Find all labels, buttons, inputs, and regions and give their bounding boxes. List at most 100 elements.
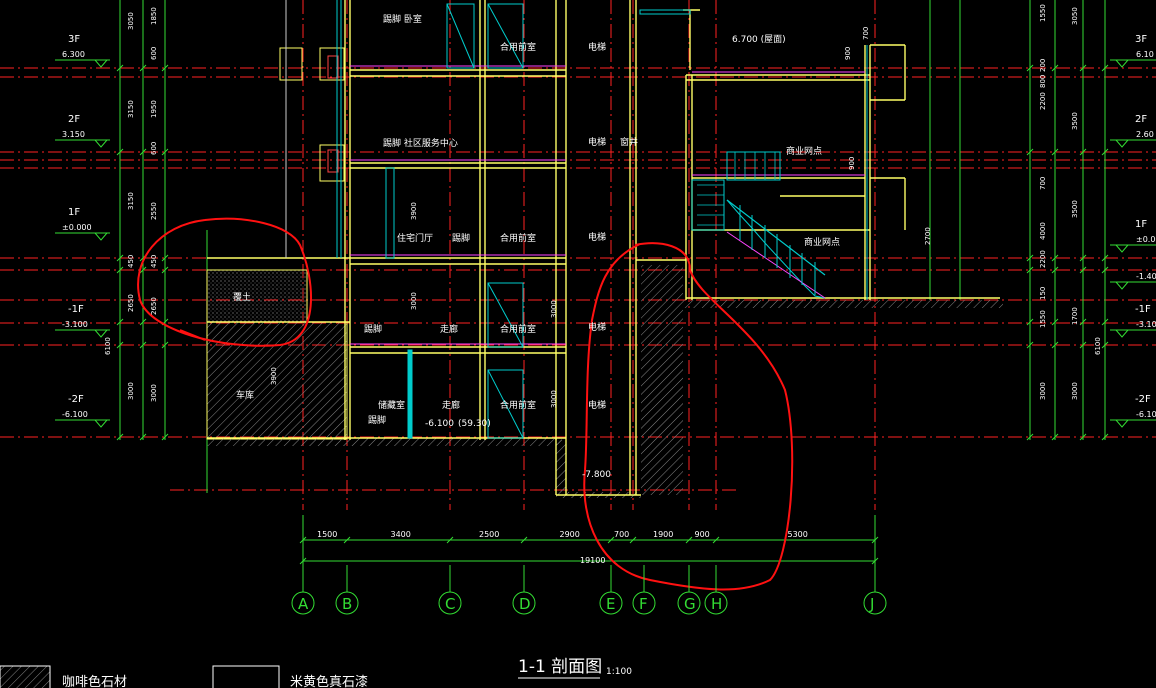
ground bbox=[206, 265, 1003, 498]
room-label-r18: 车库 bbox=[236, 389, 254, 401]
room-label-r21: 合用前室 bbox=[500, 399, 536, 411]
level-floor-left: 2F bbox=[68, 114, 80, 125]
axis-bubble-D: D bbox=[512, 565, 536, 615]
dimension-left-inner: 3000 bbox=[150, 384, 158, 402]
dimension-misc: 900 bbox=[844, 47, 852, 60]
room-label-r22: 电梯 bbox=[588, 399, 606, 411]
room-label-r14: 踢脚 bbox=[364, 324, 382, 335]
level-floor-right: -2F bbox=[1135, 394, 1151, 405]
room-label-r15: 走廊 bbox=[440, 323, 458, 335]
room-label-r9: 踢脚 bbox=[452, 233, 470, 244]
axis-bubble-C: C bbox=[438, 565, 462, 615]
level-elev-left: 3.150 bbox=[62, 130, 85, 139]
dimension-left-outer: 2650 bbox=[127, 294, 135, 312]
room-label-r10: 合用前室 bbox=[500, 232, 536, 244]
dimension-right-outer: 3500 bbox=[1071, 200, 1079, 218]
title-block: 1-1 剖面图 1:100 bbox=[518, 657, 632, 679]
balconies bbox=[279, 0, 345, 258]
dimension-right-inner: 150 bbox=[1039, 287, 1047, 300]
dimension-left-inner: 2550 bbox=[150, 202, 158, 220]
level-elev-right: -6.100 bbox=[1136, 410, 1156, 419]
axis-bubble-B: B bbox=[335, 565, 359, 615]
room-label-r25: (59.30) bbox=[458, 419, 491, 429]
level-elev-left: 6.300 bbox=[62, 50, 85, 59]
room-label-r17: 电梯 bbox=[588, 321, 606, 333]
dimension-left-outer: 3050 bbox=[127, 12, 135, 30]
walls bbox=[207, 0, 1000, 496]
dimension-left-inner: 1950 bbox=[150, 100, 158, 118]
dimension-right-inner: 3000 bbox=[1039, 382, 1047, 400]
room-label-r19: 储藏室 bbox=[378, 399, 405, 411]
legend-swatch-stone bbox=[0, 665, 51, 688]
axis-label-B: B bbox=[342, 595, 352, 613]
room-label-r13: 覆土 bbox=[233, 291, 251, 303]
axis-bubble-J: J bbox=[863, 565, 887, 615]
dimension-right-outer: 3050 bbox=[1071, 7, 1079, 25]
legend-label-stone: 咖啡色石材 bbox=[62, 674, 127, 688]
markup-circle-left bbox=[137, 217, 313, 347]
axis-label-G: G bbox=[684, 595, 696, 613]
dimension-left-inner: 1850 bbox=[150, 7, 158, 25]
level-symbols bbox=[55, 59, 1156, 428]
railing-lines bbox=[697, 152, 776, 226]
dimension-misc: 700 bbox=[862, 27, 870, 40]
dimension-right-inner: 700 bbox=[1039, 177, 1047, 190]
dimension-left-inner: 2650 bbox=[150, 297, 158, 315]
room-label-r26: -7.800 bbox=[582, 470, 611, 480]
room-label-r12: 商业网点 bbox=[804, 236, 840, 248]
dimension-right-inner: 4000 bbox=[1039, 222, 1047, 240]
dimension-left-inner: 600 bbox=[150, 142, 158, 155]
axis-bubble-A: A bbox=[291, 565, 315, 615]
dimension-span: 700 bbox=[614, 530, 629, 539]
level-floor-right: -1F bbox=[1135, 304, 1151, 315]
dimension-misc: 3000 bbox=[550, 390, 558, 408]
level-elev-right: 6.10 bbox=[1136, 50, 1154, 59]
dimension-right-inner: 800 bbox=[1039, 75, 1047, 88]
dimension-left-outer: 3150 bbox=[127, 100, 135, 118]
dimension-span: 2900 bbox=[560, 530, 580, 539]
dimension-misc: 3900 bbox=[270, 367, 278, 385]
axis-label-E: E bbox=[606, 595, 615, 613]
room-label-r16: 合用前室 bbox=[500, 323, 536, 335]
axis-bubble-G: G bbox=[677, 565, 701, 615]
dimension-misc: 3900 bbox=[410, 202, 418, 220]
dimension-left-outer: 450 bbox=[127, 255, 135, 268]
dimension-left-outer: 3150 bbox=[127, 192, 135, 210]
level-ticks bbox=[116, 64, 1109, 441]
dimension-right-inner: 2200 bbox=[1039, 250, 1047, 268]
dimension-right-total: 6100 bbox=[1094, 337, 1102, 355]
level-floor-left: -2F bbox=[68, 394, 84, 405]
dimension-total: 19100 bbox=[580, 556, 605, 565]
room-label-r5: 电梯 bbox=[588, 136, 606, 148]
dimension-right-inner: 1550 bbox=[1039, 4, 1047, 22]
room-label-r27: 6.700 (屋面) bbox=[732, 34, 786, 45]
axis-bubble-E: E bbox=[599, 565, 623, 615]
dimension-right-inner: 1550 bbox=[1039, 310, 1047, 328]
level-elev-right: ±0.000 bbox=[1136, 235, 1156, 244]
doors-windows bbox=[385, 3, 868, 439]
dimension-misc: 3000 bbox=[550, 300, 558, 318]
dimension-span: 2500 bbox=[479, 530, 499, 539]
room-label-r24: -6.100 bbox=[425, 419, 454, 429]
dimension-right-inner: 200 bbox=[1039, 59, 1047, 72]
room-label-r2: 合用前室 bbox=[500, 41, 536, 53]
markup-circles bbox=[137, 217, 794, 591]
stair bbox=[726, 199, 826, 299]
dimension-span: 1900 bbox=[653, 530, 673, 539]
room-label-r23: 踢脚 bbox=[368, 415, 386, 426]
legend-label-paint: 米黄色真石漆 bbox=[290, 674, 368, 688]
level-floor-right: 1F bbox=[1135, 219, 1147, 230]
legend: 咖啡色石材 米黄色真石漆 bbox=[0, 665, 368, 688]
level-floor-left: -1F bbox=[68, 304, 84, 315]
dimension-left-outer: 3000 bbox=[127, 382, 135, 400]
dimension-misc: 900 bbox=[848, 157, 856, 170]
axis-label-C: C bbox=[445, 595, 455, 613]
level-floor-right: 2F bbox=[1135, 114, 1147, 125]
axis-label-A: A bbox=[298, 595, 309, 613]
level-elev-left: -6.100 bbox=[62, 410, 88, 419]
drawing-title: 1-1 剖面图 bbox=[518, 657, 602, 677]
room-label-r11: 电梯 bbox=[588, 231, 606, 243]
